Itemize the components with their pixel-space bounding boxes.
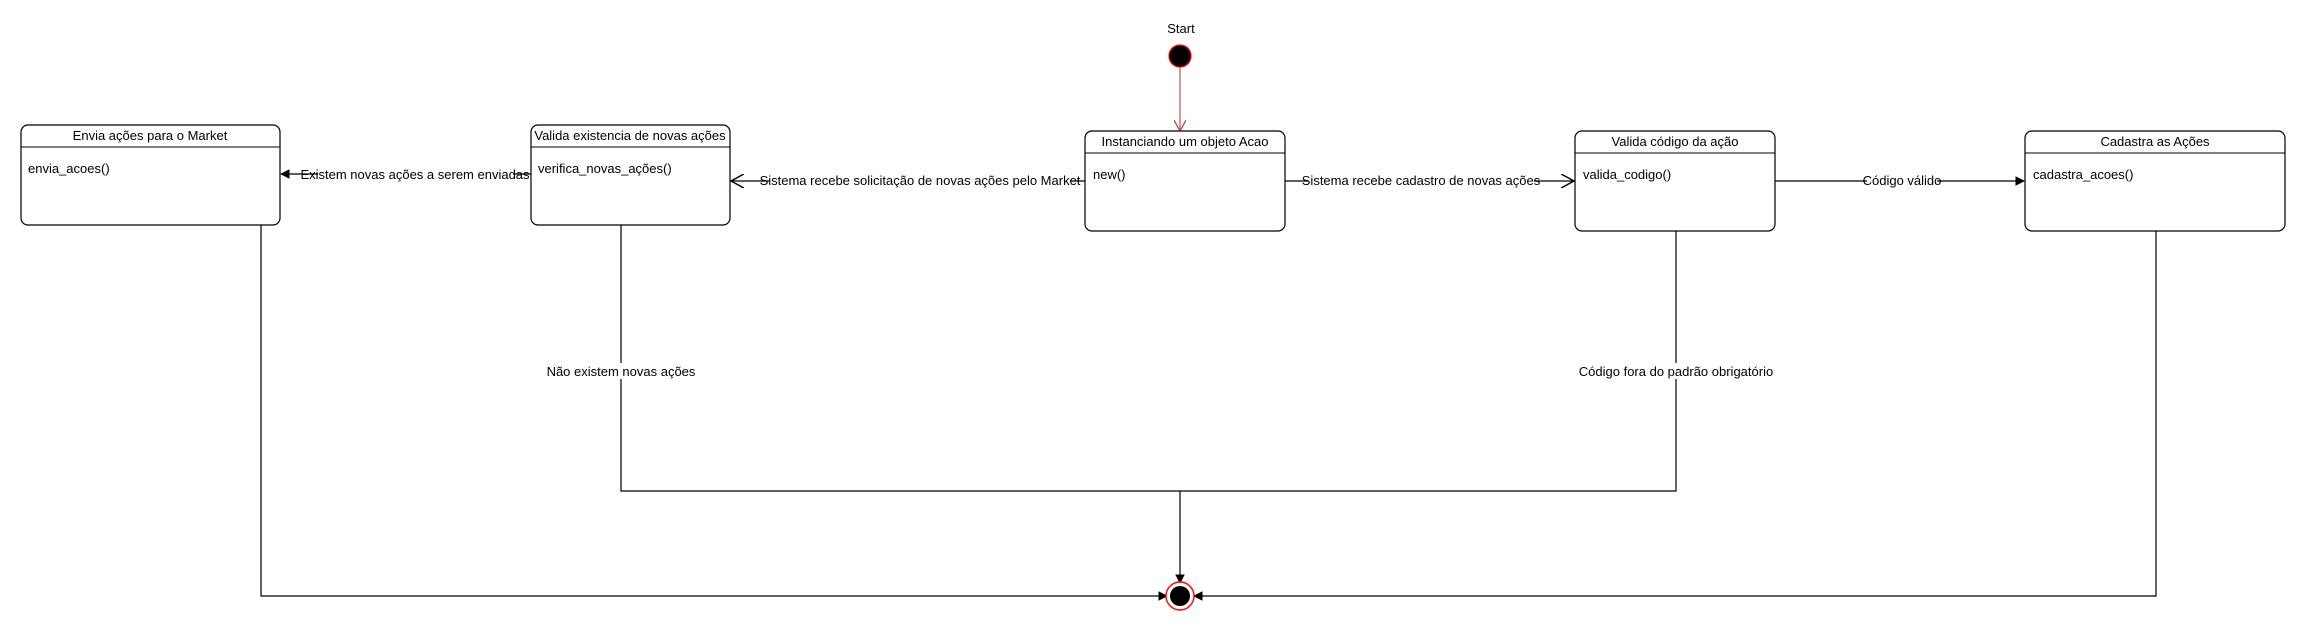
state-envia-title: Envia ações para o Market <box>73 128 228 143</box>
transition-cadastro-novas: Sistema recebe cadastro de novas ações <box>1285 172 1574 189</box>
transition-envia-to-end <box>260 225 1168 601</box>
state-envia-method: envia_acoes() <box>28 161 110 176</box>
transition-codigo-valido: Código válido <box>1775 173 2025 188</box>
state-cadastra-method: cadastra_acoes() <box>2033 167 2133 182</box>
transition-cadastra-to-end <box>1193 231 2157 601</box>
transition-merge-to-end: Não existem novas ações Código fora do p… <box>547 225 1773 584</box>
start-label: Start <box>1167 21 1195 36</box>
state-valida-codigo[interactable]: Valida código da ação valida_codigo() <box>1574 130 1776 232</box>
state-valida-existencia[interactable]: Valida existencia de novas ações verific… <box>530 124 731 226</box>
transition-existem-novas: Existem novas ações a serem enviadas <box>280 166 531 182</box>
state-cadastra-title: Cadastra as Ações <box>2100 134 2210 149</box>
state-valida-codigo-method: valida_codigo() <box>1583 167 1671 182</box>
transition-cadastro-novas-label: Sistema recebe cadastro de novas ações <box>1302 173 1541 188</box>
state-instanciando-method: new() <box>1093 167 1126 182</box>
state-cadastra[interactable]: Cadastra as Ações cadastra_acoes() <box>2024 130 2286 232</box>
state-valida-existencia-title: Valida existencia de novas ações <box>534 128 726 143</box>
end-node <box>1165 581 1195 611</box>
start-node <box>1168 44 1192 68</box>
state-envia[interactable]: Envia ações para o Market envia_acoes() <box>20 124 281 226</box>
transition-existem-novas-label: Existem novas ações a serem enviadas <box>300 167 530 182</box>
transition-codigo-fora-label: Código fora do padrão obrigatório <box>1579 364 1773 379</box>
state-instanciando-title: Instanciando um objeto Acao <box>1102 134 1269 149</box>
transition-solicitacao-market: Sistema recebe solicitação de novas açõe… <box>731 172 1085 189</box>
state-instanciando[interactable]: Instanciando um objeto Acao new() <box>1084 130 1286 232</box>
state-valida-codigo-title: Valida código da ação <box>1612 134 1739 149</box>
state-valida-existencia-method: verifica_novas_ações() <box>538 161 672 176</box>
transition-codigo-valido-label: Código válido <box>1863 173 1942 188</box>
transition-solicitacao-market-label: Sistema recebe solicitação de novas açõe… <box>760 173 1081 188</box>
transition-nao-existem-label: Não existem novas ações <box>547 364 696 379</box>
